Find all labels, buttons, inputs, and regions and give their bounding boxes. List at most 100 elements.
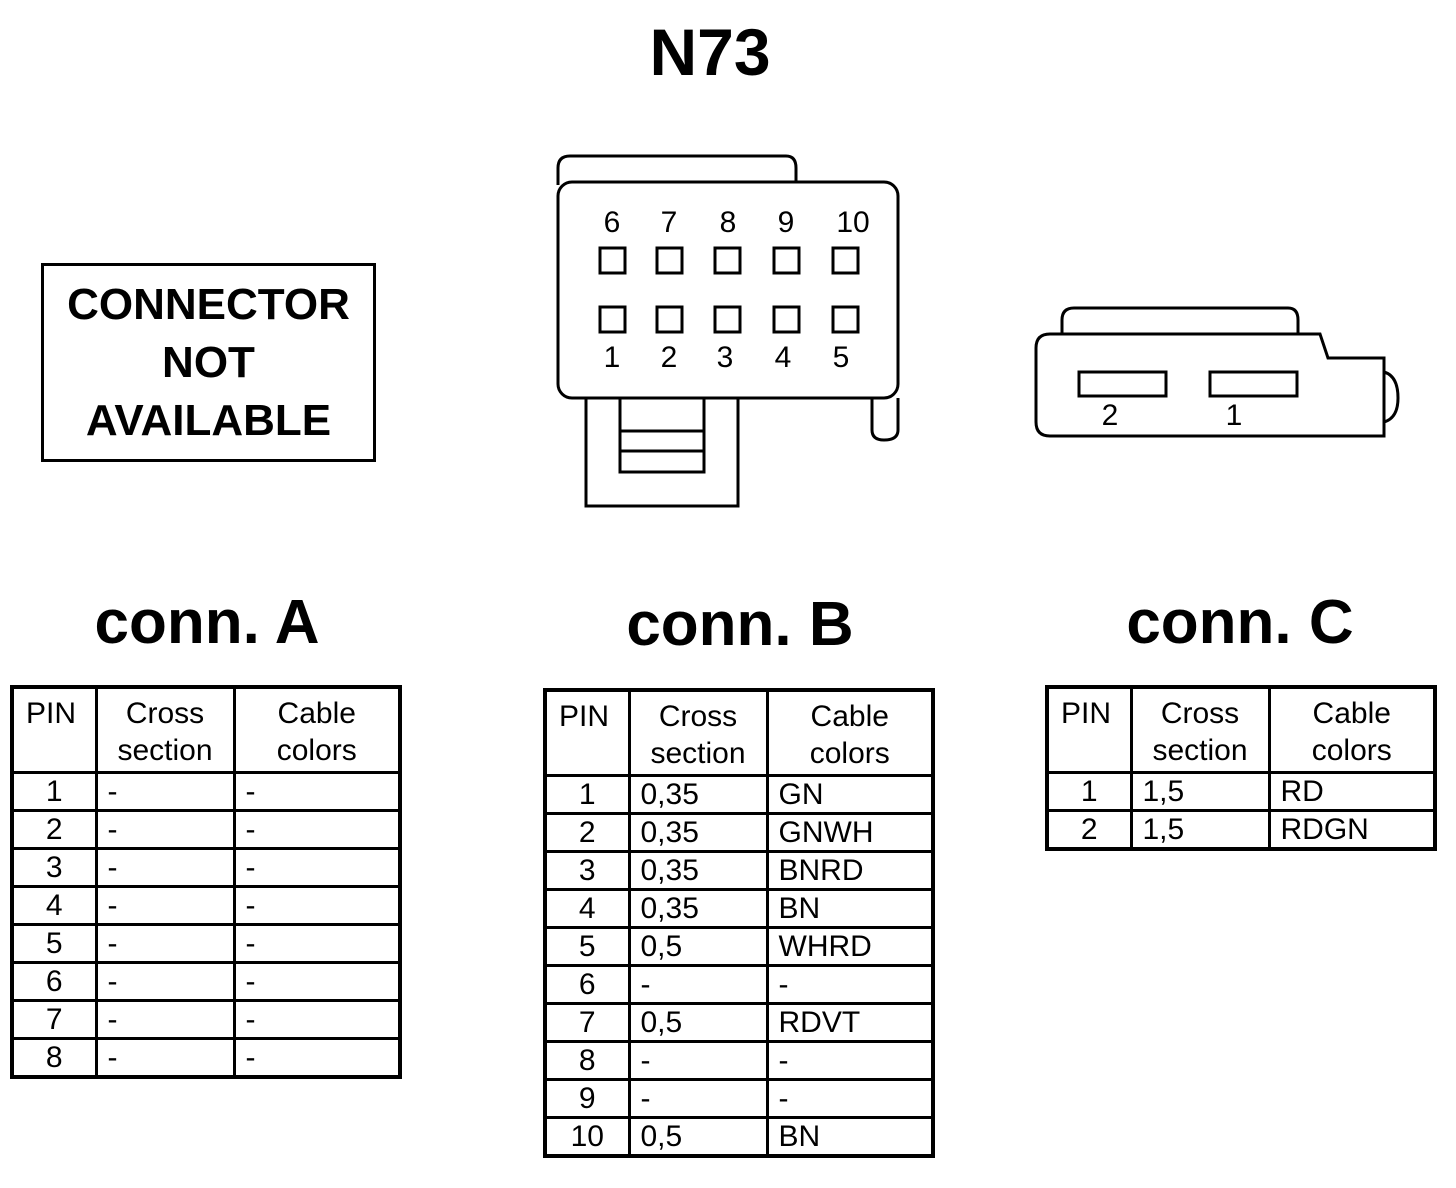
na-line-3: AVAILABLE [85, 395, 332, 445]
na-line-1: CONNECTOR [67, 279, 350, 329]
pin-cell: 3 [543, 850, 631, 891]
pin-cell: 1 [1045, 771, 1133, 812]
cross-section-header-line: section [117, 734, 213, 767]
pin-square-5 [831, 305, 860, 334]
cross-section-cell: - [627, 1078, 769, 1119]
cable-colors-header-line: Cable [1312, 697, 1391, 730]
pin-cell: 4 [10, 885, 98, 926]
cross-section-cell: 0,5 [627, 926, 769, 967]
pin-cell: 10 [543, 1116, 631, 1158]
table-row: 1-- [10, 771, 402, 812]
cable-color-cell: BNRD [765, 850, 935, 891]
cross-section-cell: - [94, 1037, 236, 1079]
table-row: 4-- [10, 885, 402, 926]
pin-cell: 2 [1045, 809, 1133, 851]
pin-square-3 [713, 305, 742, 334]
pin-cell: 6 [543, 964, 631, 1005]
cable-color-cell: BN [765, 1116, 935, 1158]
cable-colors-header-line: Cable [277, 697, 356, 730]
cross-section-header: Cross section [1129, 685, 1271, 774]
pin-cell: 6 [10, 961, 98, 1002]
cross-section-cell: 0,35 [627, 774, 769, 815]
cable-color-cell: - [232, 771, 402, 812]
pin-label-8: 8 [720, 206, 737, 239]
pin-square-6 [598, 246, 627, 275]
cable-color-cell: - [232, 999, 402, 1040]
cross-section-header-line: section [650, 737, 746, 770]
cross-section-cell: 0,35 [627, 888, 769, 929]
na-line-2: NOT [162, 337, 255, 387]
cable-color-cell: BN [765, 888, 935, 929]
cable-color-cell: GNWH [765, 812, 935, 853]
pin-square-2 [655, 305, 684, 334]
c-pin-label-1: 1 [1226, 399, 1243, 432]
cable-colors-header-line: colors [809, 737, 890, 770]
cable-color-cell: WHRD [765, 926, 935, 967]
cross-section-cell: 0,5 [627, 1002, 769, 1043]
cable-color-cell: - [232, 1037, 402, 1079]
table-row: 9-- [543, 1078, 935, 1119]
pin-square-1 [598, 305, 627, 334]
cross-section-cell: - [627, 964, 769, 1005]
cable-color-cell: RDVT [765, 1002, 935, 1043]
cross-section-header-line: Cross [658, 700, 738, 733]
pin-cell: 8 [10, 1037, 98, 1079]
pin-cell: 7 [543, 1002, 631, 1043]
cross-section-cell: - [94, 999, 236, 1040]
cross-section-cell: - [94, 885, 236, 926]
pin-cell: 7 [10, 999, 98, 1040]
cross-section-cell: - [94, 771, 236, 812]
connector-c-drawing [1034, 306, 1400, 438]
cable-colors-header: Cable colors [1267, 685, 1437, 774]
cross-section-cell: 0,35 [627, 850, 769, 891]
pin-cell: 1 [10, 771, 98, 812]
cross-section-cell: 0,5 [627, 1116, 769, 1158]
pin-cell: 4 [543, 888, 631, 929]
pin-label-5: 5 [833, 341, 850, 374]
pin-header: PIN [10, 685, 98, 774]
connector-not-available-box: CONNECTOR NOT AVAILABLE [41, 263, 376, 462]
pin-label-10: 10 [836, 206, 869, 239]
pin-slot-2 [1077, 370, 1168, 398]
pin-square-4 [772, 305, 801, 334]
pin-cell: 8 [543, 1040, 631, 1081]
cable-colors-header-line: colors [276, 734, 357, 767]
cable-color-cell: - [765, 964, 935, 1005]
cable-color-cell: - [232, 809, 402, 850]
cross-section-header-line: Cross [1160, 697, 1240, 730]
cable-colors-header: Cable colors [232, 685, 402, 774]
header-row: PIN Cross section Cable colors [1045, 685, 1437, 774]
table-row: 8-- [10, 1037, 402, 1079]
pin-cell: 3 [10, 847, 98, 888]
cable-color-cell: - [232, 961, 402, 1002]
pin-header: PIN [1045, 685, 1133, 774]
cable-color-cell: - [765, 1040, 935, 1081]
conn-b-title: conn. B [626, 590, 854, 659]
cross-section-header-line: section [1152, 734, 1248, 767]
table-row: 6-- [543, 964, 935, 1005]
cross-section-cell: 1,5 [1129, 809, 1271, 851]
pin-label-1: 1 [604, 341, 621, 374]
pin-label-2: 2 [661, 341, 678, 374]
cable-colors-header-line: colors [1311, 734, 1392, 767]
cable-color-cell: - [232, 885, 402, 926]
cable-color-cell: RD [1267, 771, 1437, 812]
pin-cell: 9 [543, 1078, 631, 1119]
table-row: 3-- [10, 847, 402, 888]
c-pin-label-2: 2 [1102, 399, 1119, 432]
connector-drawings: 6 7 8 9 10 1 2 3 4 5 2 1 [556, 154, 1400, 508]
table-row: 5-- [10, 923, 402, 964]
